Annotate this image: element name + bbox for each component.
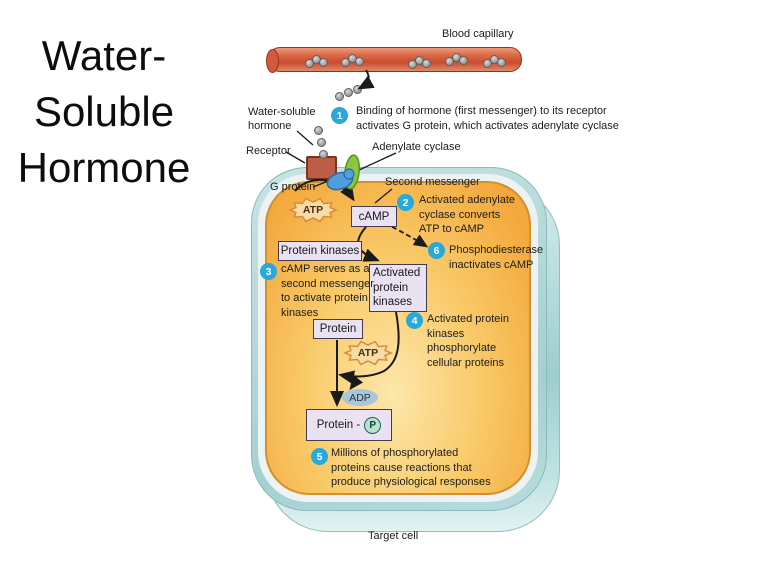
blood-capillary-end bbox=[266, 49, 279, 73]
receptor-shape bbox=[306, 156, 337, 180]
phosphate-icon: P bbox=[364, 416, 382, 434]
hormone-molecule-icon bbox=[353, 85, 362, 94]
blood-capillary-label: Blood capillary bbox=[442, 28, 514, 40]
step-6-badge: 6 bbox=[428, 242, 445, 259]
starburst-icon bbox=[288, 197, 338, 223]
step-2-badge: 2 bbox=[397, 194, 414, 211]
step-4-text: Activated protein kinases phosphorylate … bbox=[427, 313, 509, 370]
hormone-molecule-icon bbox=[422, 59, 431, 68]
step-2-text: Activated adenylate cyclase converts ATP… bbox=[419, 194, 516, 236]
camp-box: cAMP bbox=[351, 206, 397, 227]
water-soluble-hormone-label: Water-soluble hormone bbox=[248, 106, 316, 132]
atp-starburst: ATP bbox=[288, 196, 338, 224]
protein-box: Protein bbox=[313, 319, 363, 339]
hormone-molecule-icon bbox=[497, 58, 506, 67]
adenylate-cyclase-label: Adenylate cyclase bbox=[372, 141, 461, 153]
g-protein-label: G protein bbox=[270, 181, 316, 193]
hormone-molecule-icon bbox=[319, 150, 328, 159]
atp-starburst: ATP bbox=[343, 339, 393, 367]
hormone-molecule-icon bbox=[344, 88, 353, 97]
step-1-badge: 1 bbox=[331, 107, 348, 124]
receptor-label: Receptor bbox=[246, 145, 291, 157]
atp-label: ATP bbox=[302, 204, 324, 216]
step-5-badge: 5 bbox=[311, 448, 328, 465]
step-3-badge: 3 bbox=[260, 263, 277, 280]
second-messenger-label: Second messenger bbox=[385, 176, 480, 188]
activated-protein-kinases-box: Activated protein kinases bbox=[369, 264, 427, 312]
hormone-molecule-icon bbox=[459, 56, 468, 65]
target-cell-label: Target cell bbox=[368, 530, 419, 542]
hormone-molecule-icon bbox=[317, 138, 326, 147]
hormone-molecule-icon bbox=[355, 57, 364, 66]
hormone-molecule-icon bbox=[319, 58, 328, 67]
step-3-text: cAMP serves as a second messenger to act… bbox=[281, 263, 374, 320]
hormone-molecule-icon bbox=[335, 92, 344, 101]
adp-badge: ADP bbox=[342, 389, 378, 406]
protein-p-label: Protein - bbox=[316, 419, 361, 431]
step-1-text: Binding of hormone (first messenger) to … bbox=[356, 105, 619, 132]
protein-kinases-box: Protein kinases bbox=[278, 241, 362, 261]
slide-title: Water- Soluble Hormone bbox=[17, 32, 191, 191]
step-6-text: Phosphodiesterase inactivates cAMP bbox=[449, 244, 544, 271]
step-4-badge: 4 bbox=[406, 312, 423, 329]
hormone-molecule-icon bbox=[314, 126, 323, 135]
protein-p-box: Protein - P bbox=[306, 409, 392, 441]
step-5-text: Millions of phosphorylated proteins caus… bbox=[331, 447, 491, 489]
atp-label: ATP bbox=[357, 347, 379, 359]
capillary-exit-arrow bbox=[357, 69, 375, 90]
